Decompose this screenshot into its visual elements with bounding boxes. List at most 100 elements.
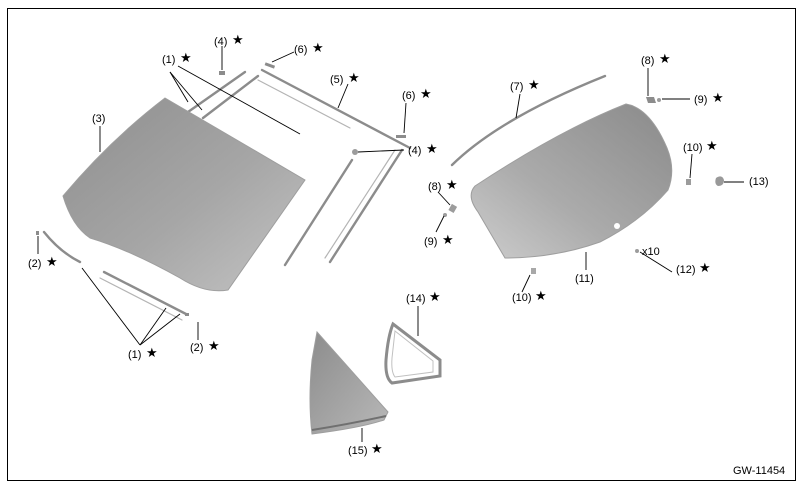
svg-text:★: ★ [706, 139, 718, 154]
part-10-bottom [531, 268, 536, 274]
svg-text:★: ★ [528, 78, 540, 93]
callout-12: (12) ★ [676, 261, 711, 276]
clip-2-right [185, 313, 189, 316]
svg-text:★: ★ [446, 178, 458, 193]
svg-text:(15): (15) [348, 445, 368, 457]
molding-right-pillar-2 [328, 148, 404, 264]
svg-text:(14): (14) [406, 293, 426, 305]
callouts: (1) ★ (4) ★ (6) ★ (5) ★ (6) ★ (3) (4) ★ … [28, 33, 769, 457]
svg-text:(1): (1) [128, 349, 141, 361]
molding-lower-left [42, 230, 82, 264]
svg-text:(7): (7) [510, 81, 523, 93]
molding-right-pillar-2b [324, 149, 396, 259]
clip-6-top [264, 62, 276, 69]
svg-text:(6): (6) [402, 90, 415, 102]
quantity-note-x10: x10 [642, 246, 660, 258]
svg-text:(8): (8) [641, 55, 654, 67]
callout-1b: (1) ★ [128, 346, 158, 361]
callout-9a: (9) ★ [694, 91, 724, 106]
callout-8b: (8) ★ [428, 178, 458, 193]
svg-text:★: ★ [348, 71, 360, 86]
svg-text:(9): (9) [694, 94, 707, 106]
part-13 [715, 176, 724, 186]
callout-10b: (10) ★ [512, 289, 547, 304]
rear-glass [470, 103, 673, 259]
svg-text:★: ★ [699, 261, 711, 276]
callout-8a: (8) ★ [641, 52, 671, 67]
svg-text:★: ★ [371, 442, 383, 457]
molding-lower-right-b [99, 277, 183, 321]
svg-text:(10): (10) [512, 292, 532, 304]
diagram-border [7, 8, 796, 481]
svg-text:★: ★ [420, 87, 432, 102]
svg-text:(5): (5) [330, 74, 343, 86]
svg-text:★: ★ [426, 142, 438, 157]
callout-6a: (6) ★ [294, 41, 324, 56]
quarter-window-molding-inner [391, 330, 434, 378]
svg-text:★: ★ [208, 339, 220, 354]
molding-rear-top [450, 74, 607, 167]
callout-9b: (9) ★ [424, 233, 454, 248]
molding-roof [260, 68, 412, 150]
callout-2b: (2) ★ [190, 339, 220, 354]
svg-text:(9): (9) [424, 236, 437, 248]
svg-text:(4): (4) [408, 145, 421, 157]
part-8-left [448, 203, 458, 213]
callout-4b: (4) ★ [408, 142, 438, 157]
svg-text:★: ★ [46, 255, 58, 270]
clip-4-top [219, 71, 225, 75]
clip-6-right [396, 135, 406, 138]
svg-text:(4): (4) [214, 36, 227, 48]
svg-text:x10: x10 [642, 246, 660, 258]
callout-13: (13) [749, 176, 769, 188]
svg-text:(2): (2) [190, 342, 203, 354]
part-10-top [686, 179, 691, 185]
svg-text:(2): (2) [28, 258, 41, 270]
callout-3: (3) [92, 113, 105, 125]
callout-11: (11) [575, 273, 594, 285]
figure-code: GW-11454 [733, 465, 785, 477]
rear-glass-hole [614, 223, 620, 229]
svg-text:★: ★ [429, 290, 441, 305]
callout-15: (15) ★ [348, 442, 383, 457]
quarter-window-glass [309, 330, 389, 435]
svg-text:(1): (1) [162, 54, 175, 66]
svg-text:★: ★ [232, 33, 244, 48]
callout-10a: (10) ★ [683, 139, 718, 154]
quarter-window-molding [384, 321, 442, 385]
svg-text:(3): (3) [92, 113, 105, 125]
svg-text:★: ★ [442, 233, 454, 248]
svg-text:★: ★ [146, 346, 158, 361]
callout-7: (7) ★ [510, 78, 540, 93]
part-8-top [646, 97, 656, 103]
svg-text:★: ★ [712, 91, 724, 106]
quarter-window-bottom-seal [311, 415, 387, 431]
clip-2-left [36, 231, 39, 235]
callout-14: (14) ★ [406, 290, 441, 305]
callout-2a: (2) ★ [28, 255, 58, 270]
svg-text:(11): (11) [575, 273, 594, 285]
clip-4-right [352, 149, 358, 155]
windshield-glass [62, 97, 306, 292]
molding-right-pillar [283, 158, 354, 267]
molding-upper-1b [201, 74, 260, 120]
part-9-top [657, 98, 661, 102]
callout-6b: (6) ★ [402, 87, 432, 102]
svg-text:★: ★ [180, 51, 192, 66]
svg-text:(13): (13) [749, 176, 769, 188]
svg-text:(8): (8) [428, 181, 441, 193]
svg-text:(10): (10) [683, 142, 703, 154]
svg-text:(6): (6) [294, 44, 307, 56]
callout-4a: (4) ★ [214, 33, 244, 48]
callout-1a: (1) ★ [162, 51, 192, 66]
molding-roof-inner [257, 79, 351, 129]
svg-text:★: ★ [535, 289, 547, 304]
molding-lower-right [102, 270, 188, 316]
part-12 [635, 249, 639, 253]
svg-text:★: ★ [659, 52, 671, 67]
callout-5: (5) ★ [330, 71, 360, 86]
leader-lines [37, 46, 744, 442]
svg-text:★: ★ [312, 41, 324, 56]
svg-text:(12): (12) [676, 264, 696, 276]
